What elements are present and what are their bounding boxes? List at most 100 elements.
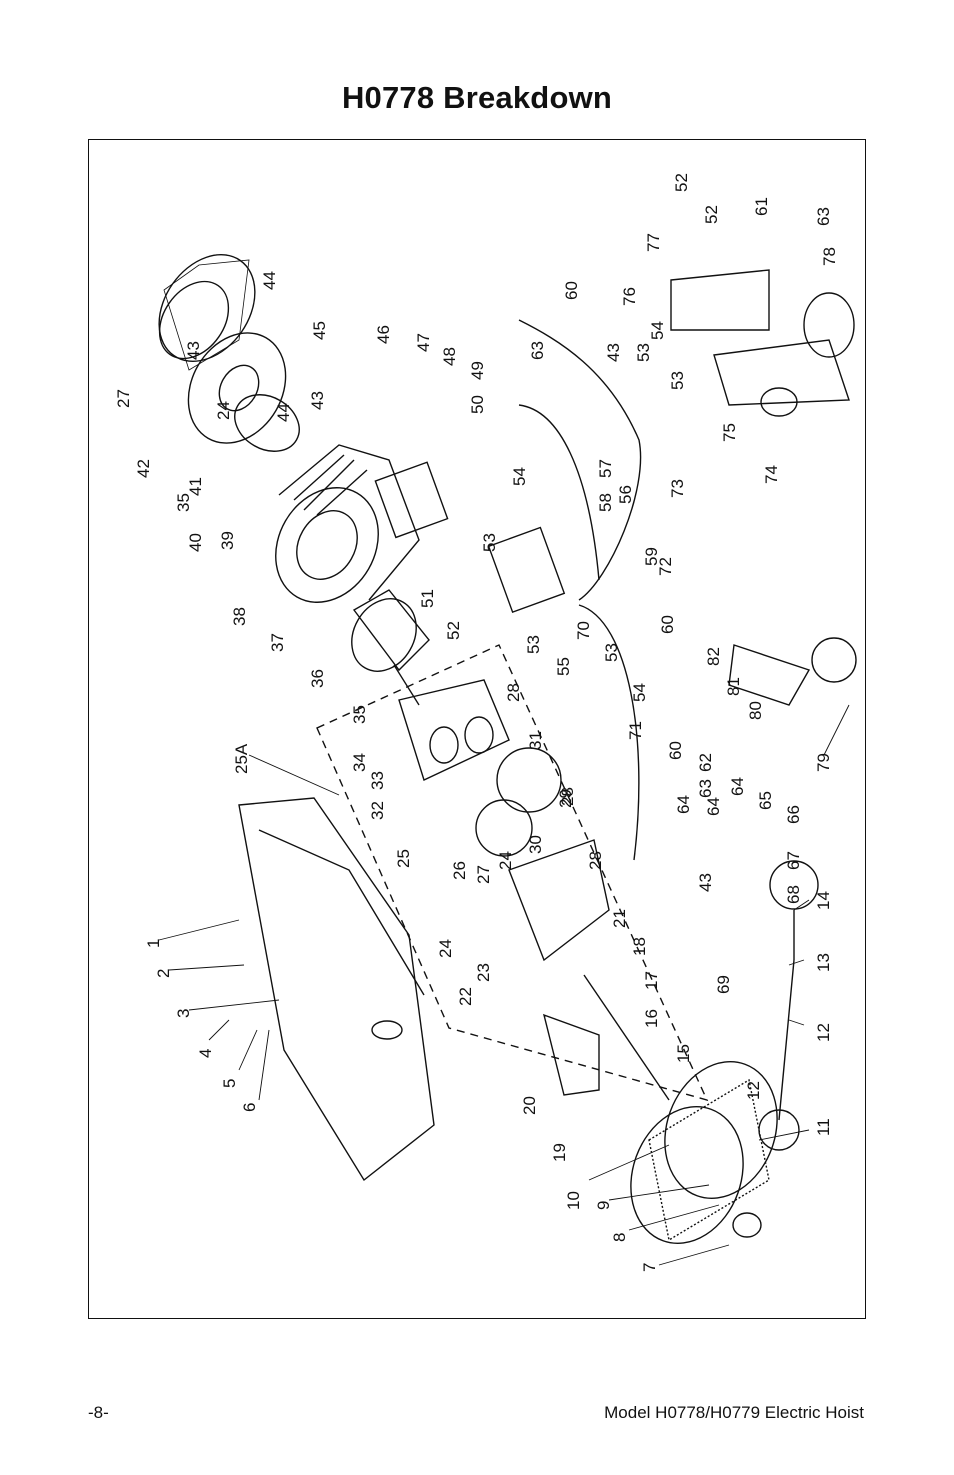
part-label: 70 [574,621,593,640]
exploded-parts-diagram: 1 2 3 4 5 6 7 8 9 10 11 12 12 13 14 15 1… [88,139,866,1319]
part-label: 2 [154,969,173,978]
part-label: 23 [474,963,493,982]
part-label: 12 [744,1081,763,1100]
part-label: 43 [308,391,327,410]
part-label: 58 [596,493,615,512]
part-label: 28 [586,851,605,870]
part-label: 28 [558,787,577,806]
part-label: 52 [672,173,691,192]
part-label: 41 [186,477,205,496]
rotor [351,589,430,706]
part-label: 64 [728,777,747,796]
part-label: 20 [520,1096,539,1115]
power-cord [518,404,600,581]
part-label: 71 [626,721,645,740]
terminal-block [374,461,449,539]
part-label: 51 [418,589,437,608]
part-label: 18 [630,937,649,956]
part-label: 16 [642,1009,661,1028]
part-label: 11 [814,1118,833,1136]
lift-hook [758,860,819,1151]
part-label: 46 [374,325,393,344]
part-label: 78 [820,247,839,266]
parts-drawing: 1 2 3 4 5 6 7 8 9 10 11 12 12 13 14 15 1… [114,173,857,1272]
part-label: 30 [526,835,545,854]
part-label: 40 [186,533,205,552]
part-label: 47 [414,333,433,352]
upper-hook [728,637,857,706]
part-label: 54 [630,683,649,702]
part-label: 67 [784,851,803,870]
part-label: 52 [702,205,721,224]
part-label: 80 [746,701,765,720]
part-label: 27 [474,865,493,884]
part-label: 48 [440,347,459,366]
part-label: 37 [268,633,287,652]
part-label: 44 [260,271,279,290]
part-label: 24 [214,401,233,420]
part-label: 75 [720,423,739,442]
part-label: 45 [310,321,329,340]
part-label: 6 [240,1103,259,1112]
part-label: 42 [134,459,153,478]
part-label: 33 [368,771,387,790]
part-label: 81 [724,677,743,696]
fan-cover [158,254,256,371]
part-label: 22 [456,987,475,1006]
part-label: 24 [496,851,515,870]
part-label: 19 [550,1143,569,1162]
part-label: 38 [230,607,249,626]
part-label: 77 [644,233,663,252]
part-label: 60 [562,281,581,300]
part-label: 17 [642,971,661,990]
part-label: 35 [174,493,193,512]
part-label: 3 [174,1009,193,1018]
fan-wheel [187,332,300,452]
part-label: 43 [604,343,623,362]
part-label: 10 [564,1191,583,1210]
page-number: -8- [88,1403,109,1422]
part-label: 56 [616,485,635,504]
part-label: 49 [468,361,487,380]
part-label: 43 [184,341,203,360]
part-label: 26 [450,861,469,880]
part-label: 79 [814,753,833,772]
part-label: 76 [620,287,639,306]
part-label: 25A [232,743,251,774]
part-label: 57 [596,459,615,478]
part-label: 61 [752,197,771,216]
part-label: 27 [114,389,133,408]
part-label: 1 [144,939,163,948]
part-label: 63 [814,207,833,226]
drum-shaft [583,974,670,1101]
part-label: 60 [658,615,677,634]
part-label: 59 [642,547,661,566]
cable-drum [630,1060,778,1245]
part-label: 66 [784,805,803,824]
part-label: 25 [394,849,413,868]
part-label: 53 [524,635,543,654]
part-label: 13 [814,953,833,972]
capacitor-assembly [670,269,855,417]
part-label: 7 [640,1263,659,1272]
part-label: 64 [704,797,723,816]
part-label: 21 [610,909,629,928]
page-title: H0778 Breakdown [341,80,613,115]
part-label: 35 [350,705,369,724]
part-label: 72 [656,557,675,576]
part-label: 5 [220,1079,239,1088]
part-label: 52 [444,621,463,640]
part-label: 36 [308,669,327,688]
part-label: 64 [674,795,693,814]
model-caption: Model H0778/H0779 Electric Hoist [604,1403,864,1422]
brake-lever [543,1013,600,1096]
part-label: 50 [468,395,487,414]
part-label: 39 [218,531,237,550]
part-label: 14 [814,891,833,910]
part-label: 31 [526,731,545,750]
part-label: 60 [666,741,685,760]
part-label: 54 [510,467,529,486]
part-label: 55 [554,657,573,676]
part-label: 43 [696,873,715,892]
part-label: 15 [674,1044,693,1063]
